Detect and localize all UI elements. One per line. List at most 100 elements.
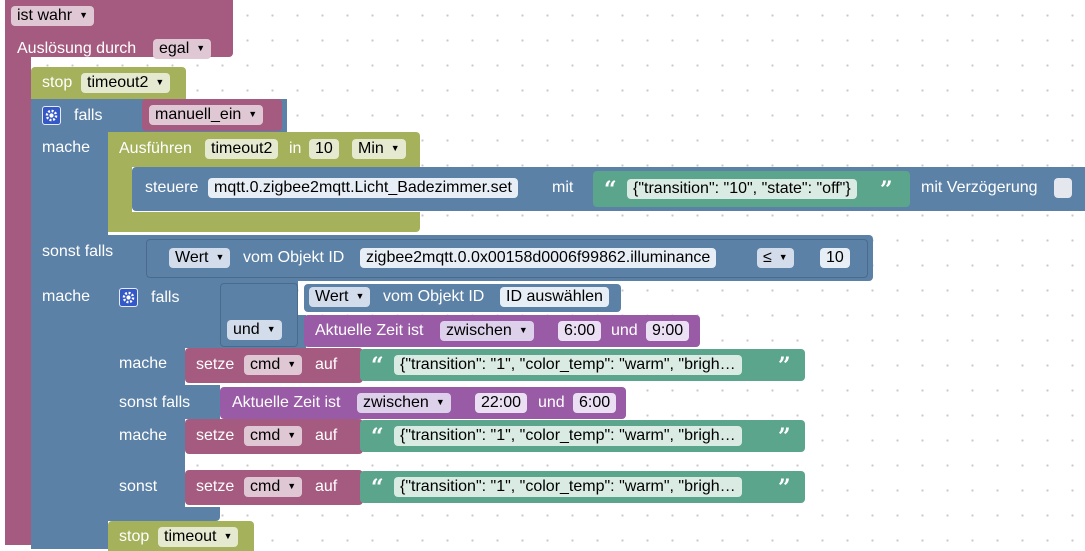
set2-var-value: cmd	[250, 427, 281, 444]
time1-label: Aktuelle Zeit ist	[315, 322, 424, 339]
set1-auf-label: auf	[315, 356, 338, 373]
set3-auf-label: auf	[315, 478, 338, 495]
set1-var-value: cmd	[250, 356, 281, 373]
time1-to-field[interactable]: 9:00	[646, 321, 690, 341]
time2-to-field[interactable]: 6:00	[573, 393, 617, 413]
gear-icon[interactable]	[42, 106, 61, 125]
set1-var-dropdown[interactable]: cmd ▼	[244, 355, 303, 375]
close-quote-icon: ”	[778, 475, 791, 501]
stop2-timer-dropdown[interactable]: timeout▼	[158, 527, 239, 547]
elseif-label: sonst falls	[42, 243, 114, 260]
time2-label: Aktuelle Zeit ist	[232, 394, 341, 411]
inner-prop-dropdown[interactable]: Wert ▼	[309, 287, 371, 307]
set2-var-dropdown[interactable]: cmd ▼	[244, 426, 303, 446]
set1-text-value: {"transition": "1", "color_temp": "warm"…	[400, 356, 736, 373]
inner-prop-value: Wert	[315, 288, 349, 305]
time1-to-value: 9:00	[652, 322, 684, 339]
set1-label: setze	[196, 356, 235, 373]
run-timer-field[interactable]: timeout2	[205, 139, 279, 159]
chevron-down-icon: ▼	[435, 397, 445, 407]
chevron-down-icon: ▼	[196, 43, 206, 53]
logic-op-value: und	[233, 321, 260, 338]
set2-text-value: {"transition": "1", "color_temp": "warm"…	[400, 427, 736, 444]
compare-prop-dropdown[interactable]: Wert ▼	[169, 248, 231, 268]
variable-dropdown[interactable]: manuell_ein ▼	[149, 105, 264, 125]
set1-text-field[interactable]: {"transition": "1", "color_temp": "warm"…	[394, 355, 742, 375]
falls-label: falls	[74, 107, 103, 124]
set2-label: setze	[196, 427, 235, 444]
time2-to-value: 6:00	[579, 394, 611, 411]
compare-object-id-field[interactable]: zigbee2mqtt.0.0x00158d0006f99862.illumin…	[360, 248, 717, 268]
chevron-down-icon: ▼	[248, 109, 258, 119]
condition-value: ist wahr	[17, 7, 73, 24]
delay-label: mit Verzögerung	[921, 179, 1038, 196]
set3-label: setze	[196, 478, 235, 495]
time1-from-value: 6:00	[564, 322, 596, 339]
time1-from-field[interactable]: 6:00	[558, 321, 602, 341]
logic-op-dropdown[interactable]: und▼	[227, 320, 282, 340]
control-mit-label: mit	[552, 179, 574, 196]
chevron-down-icon: ▼	[287, 359, 297, 369]
time2-mode-dropdown[interactable]: zwischen ▼	[357, 393, 451, 413]
stop-timer-dropdown[interactable]: timeout2▼	[81, 73, 171, 93]
control-text-field[interactable]: {"transition": "10", "state": "off"}	[627, 179, 857, 199]
time1-mode-value: zwischen	[446, 322, 512, 339]
set3-text-field[interactable]: {"transition": "1", "color_temp": "warm"…	[394, 477, 742, 497]
inner-gear-icon[interactable]	[119, 288, 138, 307]
run-amount-field[interactable]: 10	[309, 139, 339, 159]
delay-checkbox[interactable]	[1054, 178, 1072, 198]
compare-value-field[interactable]: 10	[820, 248, 850, 268]
control-text-value: {"transition": "10", "state": "off"}	[633, 180, 851, 197]
chevron-down-icon: ▼	[390, 143, 400, 153]
chevron-down-icon: ▼	[215, 252, 225, 262]
set3-var-dropdown[interactable]: cmd▼	[244, 477, 303, 497]
chevron-down-icon: ▼	[355, 291, 365, 301]
run-label: Ausführen	[119, 140, 192, 157]
chevron-down-icon: ▼	[518, 325, 528, 335]
chevron-down-icon: ▼	[287, 481, 297, 491]
inner-elseif-label: sonst falls	[119, 394, 191, 411]
compare-operator-dropdown[interactable]: ≤▼	[757, 248, 794, 268]
compare-prop-value: Wert	[175, 249, 209, 266]
inner-falls-label: falls	[151, 289, 180, 306]
condition-dropdown[interactable]: ist wahr ▼	[11, 6, 95, 26]
open-quote-icon: “	[371, 424, 384, 450]
time2-from-field[interactable]: 22:00	[475, 393, 528, 413]
mache-label: mache	[42, 139, 91, 156]
time2-and-label: und	[538, 394, 565, 411]
inner-object-id-field[interactable]: ID auswählen	[500, 287, 609, 307]
set3-text-value: {"transition": "1", "color_temp": "warm"…	[400, 478, 736, 495]
run-unit-dropdown[interactable]: Min ▼	[352, 139, 406, 159]
time2-from-value: 22:00	[481, 394, 522, 411]
inner-from-label: vom Objekt ID	[383, 288, 485, 305]
time1-mode-dropdown[interactable]: zwischen ▼	[440, 321, 534, 341]
variable-value: manuell_ein	[155, 106, 242, 123]
set2-auf-label: auf	[315, 427, 338, 444]
compare-value-value: 10	[826, 249, 844, 266]
time2-mode-value: zwischen	[363, 394, 429, 411]
control-label: steuere	[145, 179, 199, 196]
inner-else-label: sonst	[119, 478, 158, 495]
chevron-down-icon: ▼	[778, 252, 788, 262]
compare-from-label: vom Objekt ID	[243, 249, 345, 266]
chevron-down-icon: ▼	[79, 10, 89, 20]
chevron-down-icon: ▼	[287, 430, 297, 440]
trigger-dropdown[interactable]: egal▼	[153, 39, 212, 59]
time1-and-label: und	[611, 322, 638, 339]
set2-text-field[interactable]: {"transition": "1", "color_temp": "warm"…	[394, 426, 742, 446]
gear-glyph	[122, 291, 135, 304]
trigger-label: Auslösung durch	[17, 40, 137, 57]
timeout-block-footer	[108, 212, 420, 232]
inner-mache2-label: mache	[119, 427, 168, 444]
trigger-block-arm	[5, 55, 31, 545]
stop-label: stop	[42, 74, 73, 91]
control-object-id-field[interactable]: mqtt.0.zigbee2mqtt.Licht_Badezimmer.set	[208, 178, 518, 198]
run-amount-value: 10	[315, 140, 333, 157]
in-label: in	[289, 140, 302, 157]
run-unit-value: Min	[358, 140, 384, 157]
if-block-arm	[31, 99, 108, 549]
stop2-timer-value: timeout	[164, 528, 217, 545]
stop2-label: stop	[119, 528, 150, 545]
open-quote-icon: “	[371, 353, 384, 379]
inner-if-block-footer	[108, 507, 220, 521]
